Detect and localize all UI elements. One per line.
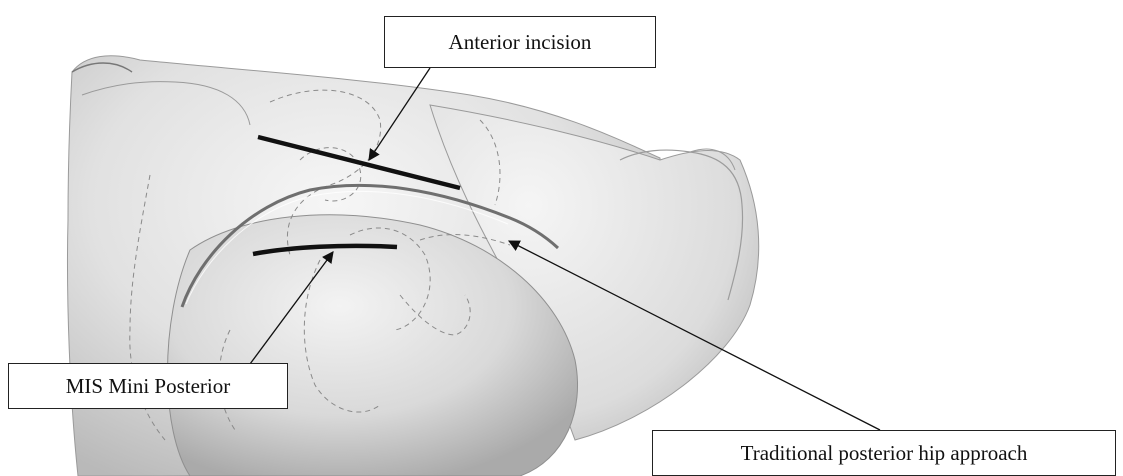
anterior-incision-label: Anterior incision bbox=[384, 16, 656, 68]
anterior-incision-text: Anterior incision bbox=[449, 30, 592, 55]
traditional-posterior-label: Traditional posterior hip approach bbox=[652, 430, 1116, 476]
traditional-posterior-text: Traditional posterior hip approach bbox=[741, 441, 1028, 466]
mis-mini-posterior-text: MIS Mini Posterior bbox=[66, 374, 231, 399]
mis-mini-posterior-label: MIS Mini Posterior bbox=[8, 363, 288, 409]
